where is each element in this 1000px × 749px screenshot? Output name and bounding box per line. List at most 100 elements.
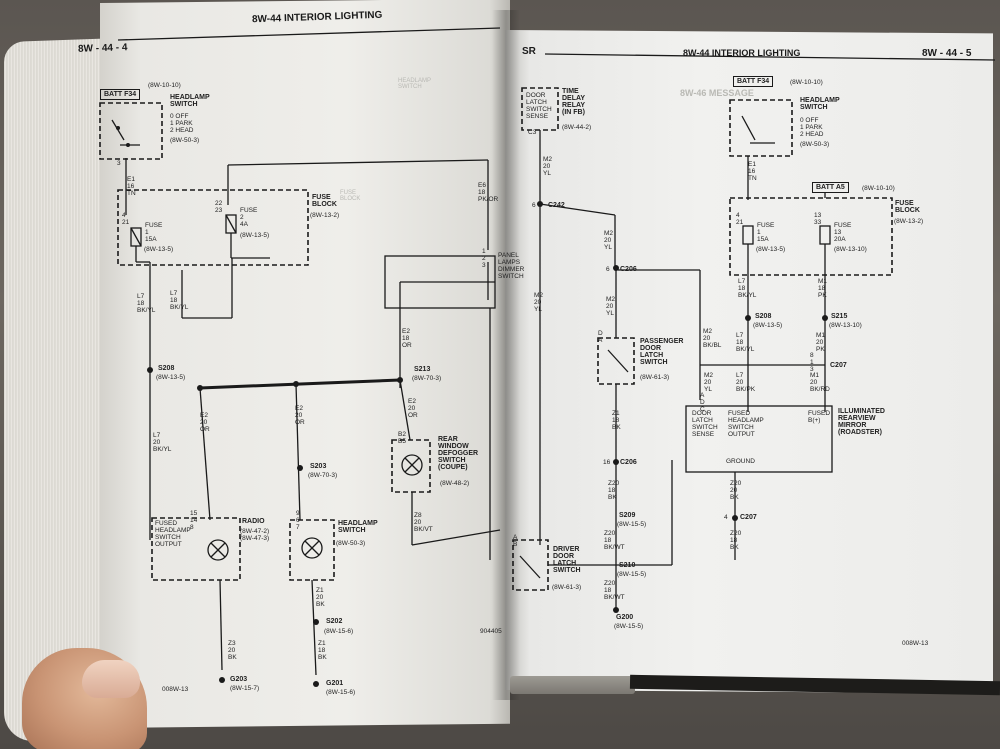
- right-splice-s208: S208: [755, 313, 772, 320]
- left-page-number: 8W - 44 - 4: [77, 42, 128, 55]
- right-wire-m1-c: M1 20 BK/RD: [810, 372, 830, 393]
- bleed-text-1: HEADLAMP SWITCH: [398, 78, 432, 90]
- fuse-block-ref: (8W-13-2): [310, 212, 340, 219]
- right-fuse-1-ref: (8W-13-5): [756, 246, 786, 253]
- headlamp-switch-label: HEADLAMP SWITCH: [170, 94, 210, 108]
- splice-s208: S208: [158, 365, 175, 372]
- right-wire-m1-b: M1 20 PK: [816, 332, 826, 353]
- connector-c207-b: C207: [740, 514, 757, 521]
- ground-g201: G201: [326, 680, 344, 687]
- splice-s203-ref: (8W-70-3): [308, 472, 338, 479]
- fuse-1-ref: (8W-13-5): [144, 246, 174, 253]
- connector-c207-a: C207: [830, 362, 847, 369]
- right-headlamp-ref: (8W-50-3): [800, 141, 830, 148]
- right-fuse-pins-left: 4 21: [736, 212, 744, 226]
- wire-e6: E6 18 PK/OR: [478, 182, 499, 203]
- right-wire-m1-a: M1 18 PK: [818, 278, 828, 299]
- fuse-13-ref: (8W-13-10): [834, 246, 867, 253]
- wire-m2-a: M2 20 YL: [543, 156, 553, 177]
- wire-z8: Z8 20 BK/VT: [414, 512, 433, 533]
- rear-defogger-label: REAR WINDOW DEFOGGER SWITCH (COUPE): [438, 436, 479, 471]
- right-fuse-1-label: FUSE 1 15A: [757, 222, 775, 243]
- panel-lamps-label: PANEL LAMPS DIMMER SWITCH: [498, 252, 525, 280]
- batt-f34-label: BATT F34: [100, 89, 141, 100]
- right-headlamp-switch-label: HEADLAMP SWITCH: [800, 97, 840, 111]
- wire-e2-2: E2 20 OR: [295, 405, 305, 426]
- splice-s202: S202: [326, 618, 343, 625]
- radio-box-text: FUSED HEADLAMP SWITCH OUTPUT: [155, 520, 191, 548]
- ground-g200: G200: [616, 614, 634, 621]
- connector-c206-a: C206: [620, 266, 637, 273]
- right-wire-m2-e: M2 20 BK/BL: [703, 328, 722, 349]
- wire-l7-c: L7 20 BK/YL: [153, 432, 172, 453]
- right-fuse-block-label: FUSE BLOCK: [895, 200, 920, 214]
- wire-l7-a: L7 18 BK/YL: [137, 293, 156, 314]
- right-splice-s208-ref: (8W-13-5): [753, 322, 783, 329]
- headlamp-switch-2-ref: (8W-50-3): [336, 540, 366, 547]
- headlamp-ref: (8W-50-3): [170, 137, 200, 144]
- splice-s213: S213: [414, 366, 431, 373]
- right-wire-z20-e: Z20 18 BK: [730, 530, 742, 551]
- headlamp-switch-2-label: HEADLAMP SWITCH: [338, 520, 378, 534]
- binder-bar: [510, 676, 635, 694]
- splice-s203: S203: [310, 463, 327, 470]
- driver-latch-label: DRIVER DOOR LATCH SWITCH: [553, 546, 581, 574]
- right-batt-f34-label: BATT F34: [733, 76, 774, 87]
- splice-s209-ref: (8W-15-5): [617, 521, 647, 528]
- time-delay-box-text: DOOR LATCH SWITCH SENSE: [526, 92, 552, 120]
- driver-latch-pins: A B: [513, 534, 518, 548]
- ground-g201-ref: (8W-15-6): [326, 689, 356, 696]
- thumbnail: [82, 660, 140, 698]
- right-wire-l7-b: L7 18 BK/YL: [736, 332, 755, 353]
- ground-g203-ref: (8W-15-7): [230, 685, 260, 692]
- right-wire-m2-f: M2 20 YL: [704, 372, 714, 393]
- radio-pins: 15 14 8: [190, 510, 198, 531]
- time-delay-relay-label: TIME DELAY RELAY (IN FB): [562, 88, 586, 116]
- left-footer-code: 008W-13: [162, 686, 189, 693]
- right-page-number: 8W - 44 - 5: [922, 48, 972, 59]
- right-wire-e1: E1 16 TN: [748, 161, 757, 182]
- connector-c207-b-pin: 4: [724, 514, 728, 521]
- right-fuse-pins-right: 13 33: [814, 212, 822, 226]
- bleed-text-3: 8W-46 MESSAGE: [680, 88, 754, 98]
- wire-z20-c: Z20 18 BK/WT: [604, 580, 625, 601]
- right-wire-z20-d: Z20 20 BK: [730, 480, 742, 501]
- fuse-1-pins: 4 21: [122, 212, 130, 226]
- connector-c206-b-pin: 16: [603, 459, 611, 466]
- fuse-2-ref: (8W-13-5): [240, 232, 270, 239]
- mirror-title: ILLUMINATED REARVIEW MIRROR (ROADSTER): [838, 408, 885, 436]
- drawing-number: 904405: [480, 628, 502, 635]
- headlamp-positions: 0 OFF 1 PARK 2 HEAD: [170, 113, 194, 134]
- wire-e1: E1 16 TN: [127, 176, 136, 197]
- wire-m2-d: M2 20 YL: [534, 292, 544, 313]
- rear-defogger-pins: B2 B5: [398, 431, 406, 445]
- panel-pins: 1 2 3: [482, 248, 486, 269]
- rear-defogger-ref: (8W-48-2): [440, 480, 470, 487]
- connector-c242: C242: [548, 202, 565, 209]
- wire-z3: Z3 20 BK: [228, 640, 237, 661]
- wire-z20-a: Z20 18 BK: [608, 480, 620, 501]
- wire-z1-b: Z1 18 BK: [318, 640, 327, 661]
- connector-c242-pin: 6: [532, 202, 536, 209]
- splice-s210: S210: [619, 562, 636, 569]
- headlamp-switch-2-pins: 9 6 7: [296, 510, 300, 531]
- right-page-title: 8W-44 INTERIOR LIGHTING: [683, 48, 801, 58]
- right-wire-l7-a: L7 18 BK/YL: [738, 278, 757, 299]
- fuse-13-label: FUSE 13 20A: [834, 222, 852, 243]
- batt-a5-ref: (8W-10-10): [862, 185, 895, 192]
- radio-ref: (8W-47-2) (8W-47-3): [240, 528, 270, 542]
- passenger-latch-label: PASSENGER DOOR LATCH SWITCH: [640, 338, 684, 366]
- headlamp-pin: 3: [117, 160, 121, 167]
- mirror-fused-b-text: FUSED B(+): [808, 410, 831, 424]
- time-delay-ref: (8W-44-2): [562, 124, 592, 131]
- right-page-section: SR: [522, 46, 536, 57]
- splice-s213-ref: (8W-70-3): [412, 375, 442, 382]
- ground-g203: G203: [230, 676, 248, 683]
- wire-e2-1: E2 20 OR: [200, 412, 210, 433]
- wire-l7-b: L7 18 BK/YL: [170, 290, 189, 311]
- splice-s215: S215: [831, 313, 848, 320]
- wire-z1-a: Z1 20 BK: [316, 587, 325, 608]
- time-delay-pin: C3: [528, 129, 537, 136]
